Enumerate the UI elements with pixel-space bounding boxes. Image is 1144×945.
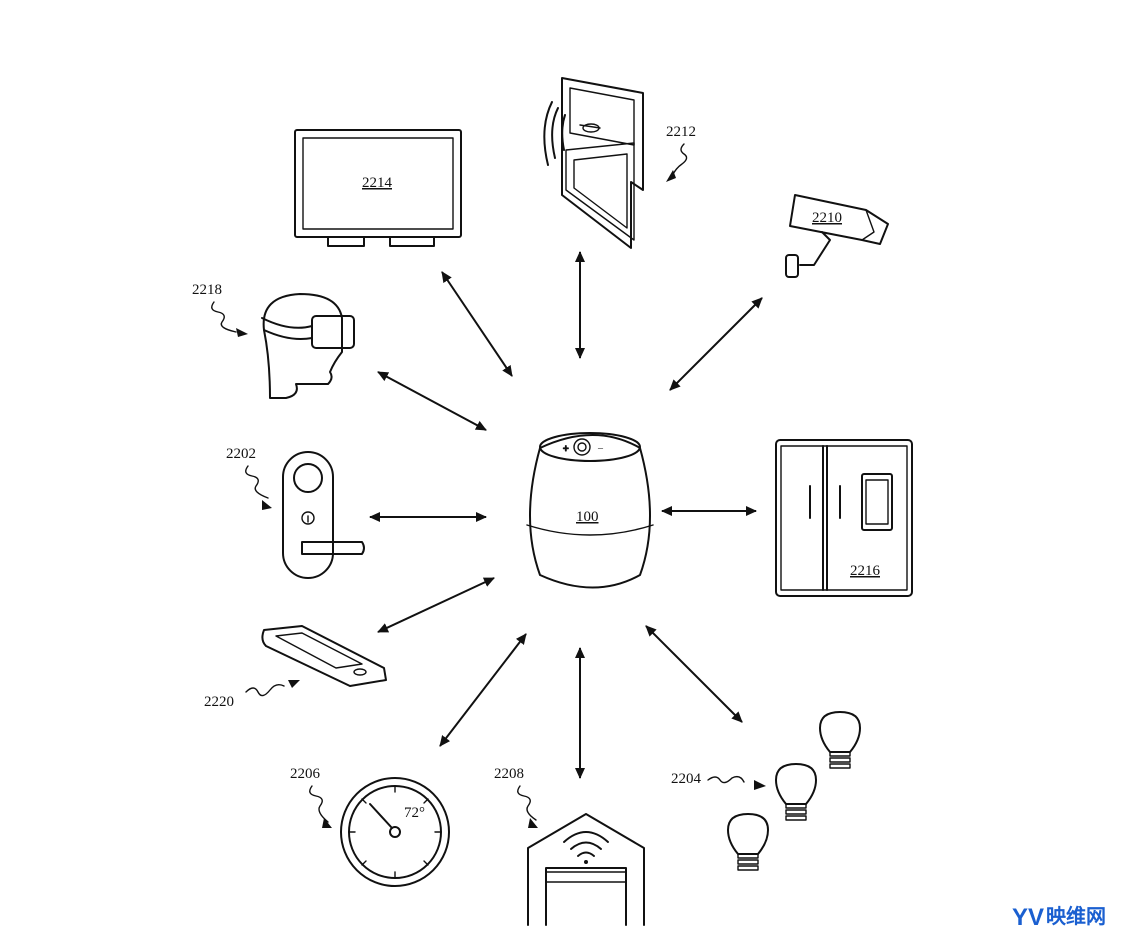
thermostat-label: 2206 xyxy=(290,766,321,782)
watermark-text: 映维网 xyxy=(1046,904,1106,928)
phone-label: 2220 xyxy=(204,694,234,710)
bulb-top xyxy=(819,711,861,769)
svg-text:+: + xyxy=(563,444,569,455)
watermark-logo: YV 映维网 xyxy=(1012,904,1106,931)
hub-label: 100 xyxy=(576,509,599,525)
headset-label: 2218 xyxy=(192,282,222,298)
window-label: 2212 xyxy=(666,124,696,140)
window-sensor-icon: 2212 xyxy=(543,77,696,249)
tv-label: 2214 xyxy=(362,175,393,191)
arrow-headset xyxy=(377,371,487,431)
thermostat-temp: 72° xyxy=(404,805,425,821)
arrow-camera xyxy=(669,297,763,391)
garage-label: 2208 xyxy=(494,766,524,782)
garage-door-icon: 2208 xyxy=(494,766,645,926)
bulb-middle xyxy=(775,763,817,821)
arrow-phone xyxy=(377,577,495,633)
smart-speaker-hub: + – 100 xyxy=(526,432,654,589)
television-icon: 2214 xyxy=(294,129,462,247)
bulb-bottom xyxy=(727,813,769,871)
smartphone-icon: 2220 xyxy=(204,625,387,710)
arrow-thermostat xyxy=(439,633,527,747)
smart-lock-icon: 2202 xyxy=(226,446,365,579)
arrow-tv xyxy=(441,271,513,377)
refrigerator-icon: 2216 xyxy=(775,439,913,597)
svg-text:–: – xyxy=(597,443,604,454)
bulbs-label: 2204 xyxy=(671,771,702,787)
camera-label: 2210 xyxy=(812,210,842,226)
watermark-logo-mark: YV xyxy=(1012,904,1044,931)
security-camera-icon: 2210 xyxy=(785,194,889,278)
arrow-bulbs xyxy=(645,625,743,723)
connection-arrows xyxy=(369,251,763,779)
thermostat-icon: 72° 2206 xyxy=(290,766,450,887)
vr-headset-icon: 2218 xyxy=(192,282,355,399)
lock-label: 2202 xyxy=(226,446,256,462)
light-bulbs-icon: 2204 xyxy=(671,711,861,871)
fridge-label: 2216 xyxy=(850,563,881,579)
